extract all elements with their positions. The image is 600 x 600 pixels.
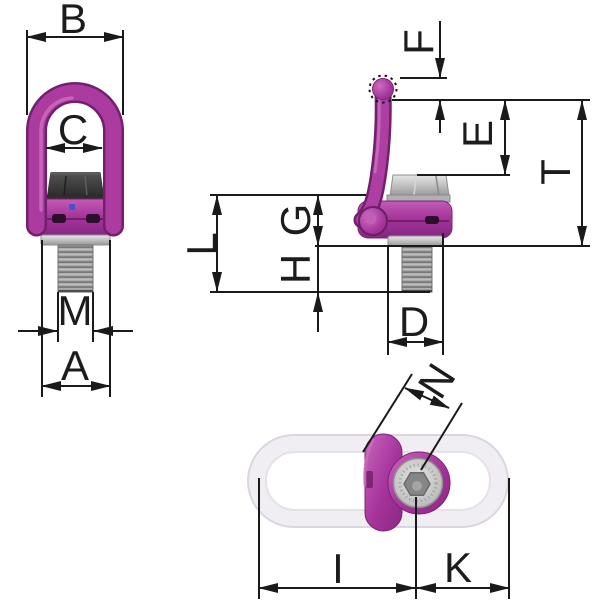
dim-n-arrow xyxy=(404,387,450,409)
dim-label-h: H xyxy=(272,253,319,285)
dim-label-d: D xyxy=(398,298,430,345)
dim-n-ext-right xyxy=(420,402,463,471)
side-hex-nut xyxy=(389,174,450,197)
side-base-disc xyxy=(387,235,444,247)
top-capsule-notch xyxy=(366,471,373,488)
dim-n-ext-left xyxy=(362,373,413,453)
dim-label-k: K xyxy=(443,544,473,591)
front-base-disc xyxy=(40,234,111,246)
front-view-illustration xyxy=(26,82,124,293)
blue-indicator-dot xyxy=(69,204,75,210)
dim-label-e: E xyxy=(454,119,501,149)
front-collar-slot-right xyxy=(86,214,100,223)
dim-label-g: G xyxy=(272,203,319,237)
front-washer xyxy=(44,195,107,201)
dim-label-t: T xyxy=(532,159,579,185)
dim-label-i: I xyxy=(332,545,344,592)
pivot-dotted-circle xyxy=(368,74,398,104)
dim-label-l: L xyxy=(178,232,225,256)
engraved-ring-markings-icon xyxy=(398,463,438,503)
dim-label-a: A xyxy=(60,342,90,389)
dim-label-m: M xyxy=(57,287,93,334)
front-bow-highlight xyxy=(39,96,74,212)
front-threaded-bolt xyxy=(57,244,94,293)
side-collar-slot xyxy=(425,216,439,224)
front-collar-slot-left xyxy=(52,214,66,223)
side-bow-top-ball xyxy=(372,78,394,100)
dim-label-c: C xyxy=(57,106,89,153)
dim-label-f: F xyxy=(395,29,442,55)
side-threaded-bolt xyxy=(401,245,433,293)
front-bow xyxy=(28,84,122,234)
dim-label-b: B xyxy=(58,0,88,42)
front-hex-nut xyxy=(47,175,104,196)
dimension-lines xyxy=(18,21,590,599)
side-view-illustration xyxy=(353,74,453,293)
top-view-illustration xyxy=(247,433,509,532)
